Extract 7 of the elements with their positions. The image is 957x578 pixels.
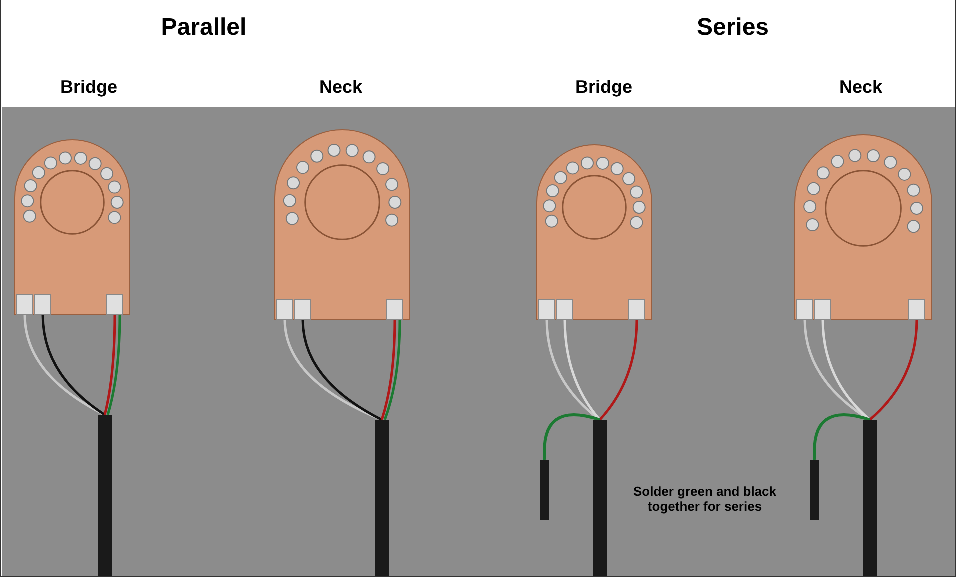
section-heading: Series [696,14,770,42]
pickup-label: Bridge [574,77,634,98]
pickup-label: Neck [838,77,884,98]
wiring-note: Solder green and black together for series [632,484,778,514]
pickup-label: Neck [318,77,364,98]
section-heading: Parallel [160,14,248,42]
pickup-label: Bridge [59,77,118,98]
